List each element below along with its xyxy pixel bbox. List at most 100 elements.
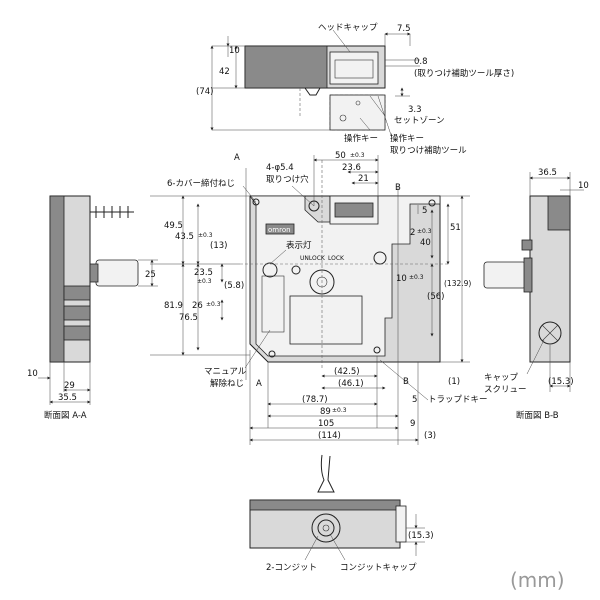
dim-text: 23.5: [194, 268, 213, 278]
dim-text: 10: [578, 181, 589, 191]
bottom-rail: [249, 499, 401, 511]
dim-text: 26: [192, 301, 203, 311]
dim-text: 76.5: [179, 313, 198, 323]
dim-text: 29: [64, 381, 75, 391]
dim-text: (46.1): [338, 379, 364, 389]
dim-tol: ±0.3: [409, 274, 424, 281]
dim-text: 10: [396, 274, 407, 284]
bottom-cable: [317, 454, 335, 493]
front-head-slot: [334, 202, 374, 218]
top-view: [210, 29, 420, 139]
label-operation-key: 操作キー: [344, 133, 378, 144]
mount-hole: [428, 199, 436, 207]
section-bb-cap-screw: [538, 321, 562, 345]
brand-plate: [265, 223, 295, 235]
leader-cover-screw: [242, 185, 257, 203]
top-view-operation-key: [329, 94, 386, 131]
mount-hole: [268, 350, 276, 358]
labels: ヘッドキャップ 7.5 10 42 (74) 0.8 (取りつけ補助ツール厚さ)…: [27, 23, 589, 592]
label-head-cap: ヘッドキャップ: [318, 23, 378, 33]
label-unlock: UNLOCK: [300, 255, 326, 262]
top-view-key-hole: [339, 114, 347, 122]
conduit-cap-center: [322, 524, 330, 532]
section-mark-a-bottom: A: [256, 379, 262, 389]
section-aa-rib: [63, 305, 91, 321]
brand-text: omron: [268, 226, 291, 234]
leader-head-cap: [332, 29, 351, 53]
section-bb-key: [483, 261, 527, 289]
label-manual-release-2: 解除ねじ: [210, 378, 244, 389]
section-mark-a-top: A: [234, 153, 240, 163]
section-aa-rib: [63, 285, 91, 301]
top-view-connector: [304, 87, 321, 96]
dim-tol: ±0.3: [206, 301, 221, 308]
dim-tol: ±0.3: [198, 232, 213, 239]
label-cap-screw-2: スクリュー: [484, 385, 527, 395]
leader-set-zone: [369, 95, 386, 117]
section-aa-key-neck: [89, 263, 99, 283]
leader-conduit: [304, 535, 319, 561]
dim-text: 21: [358, 174, 369, 184]
leader-mount-hole: [291, 185, 315, 207]
label-section-bb: 断面図 B-B: [516, 410, 559, 421]
label-conduit-cap: コンジットキャップ: [340, 563, 417, 573]
dim-tol: ±0.3: [350, 152, 365, 159]
dim-tol: ±0.3: [197, 278, 212, 285]
dim-text: (3): [424, 431, 436, 441]
section-aa-screw: [90, 206, 134, 218]
label-set-zone: セットゾーン: [394, 116, 445, 126]
dim-text: (1): [448, 377, 460, 387]
small-screw: [291, 265, 301, 275]
dim-text: 5: [422, 206, 427, 216]
label-indicator: 表示灯: [286, 240, 312, 251]
dim-text: 2: [410, 228, 415, 238]
dim-text: (74): [196, 87, 213, 97]
label-conduit: 2-コンジット: [266, 563, 317, 573]
conduit-cap: [311, 513, 341, 543]
bottom-view: [249, 454, 425, 561]
dim-text: 43.5: [175, 232, 194, 242]
section-mark-b-bottom: B: [403, 377, 409, 387]
dim-text: (42.5): [334, 367, 360, 377]
label-mount-hole-2: 取りつけ穴: [266, 174, 309, 185]
section-bb-head: [547, 195, 571, 231]
dim-text: 81.9: [164, 301, 183, 311]
label-operation-key-2: 操作キー: [390, 133, 424, 144]
section-aa-key: [95, 259, 139, 287]
dim-text: 10: [229, 46, 240, 56]
section-bb-view: [483, 172, 584, 392]
bottom-side-tab: [395, 505, 407, 543]
dim-text: 105: [318, 419, 334, 429]
section-aa-view: [38, 195, 158, 405]
conduit-cap-inner: [317, 519, 335, 537]
section-aa-base: [49, 195, 65, 363]
dim-text: 36.5: [538, 168, 557, 178]
dim-text: 0.8: [414, 57, 428, 67]
label-mount-tool-thickness: (取りつけ補助ツール厚さ): [414, 68, 514, 79]
dim-text: 89: [320, 407, 331, 417]
dim-text: (13): [210, 241, 227, 251]
leader-manual-release: [244, 329, 271, 369]
dim-text: 5: [412, 395, 417, 405]
dim-text: 50: [335, 151, 346, 161]
leader-op-key-2: [377, 95, 393, 139]
label-section-aa: 断面図 A-A: [44, 410, 87, 421]
top-view-housing: [244, 45, 328, 89]
leader-cap-screw: [526, 339, 545, 375]
unit-label: (mm): [510, 568, 565, 592]
dim-tol: ±0.3: [417, 228, 432, 235]
mount-hole: [373, 346, 381, 354]
top-view-slot: [334, 59, 374, 79]
label-manual-release-1: マニュアル: [204, 367, 247, 377]
dim-text: 35.5: [58, 393, 77, 403]
dim-text: 7.5: [397, 24, 411, 34]
dim-text: 23.6: [342, 163, 361, 173]
dim-text: (56): [427, 292, 444, 302]
section-mark-b-top: B: [395, 183, 401, 193]
section-bb-cap-cross: [541, 324, 559, 342]
leader-indicator: [269, 249, 287, 265]
dim-text: (15.3): [408, 531, 434, 541]
top-view-key-hole: [355, 100, 361, 106]
dim-text: 25: [145, 270, 156, 280]
